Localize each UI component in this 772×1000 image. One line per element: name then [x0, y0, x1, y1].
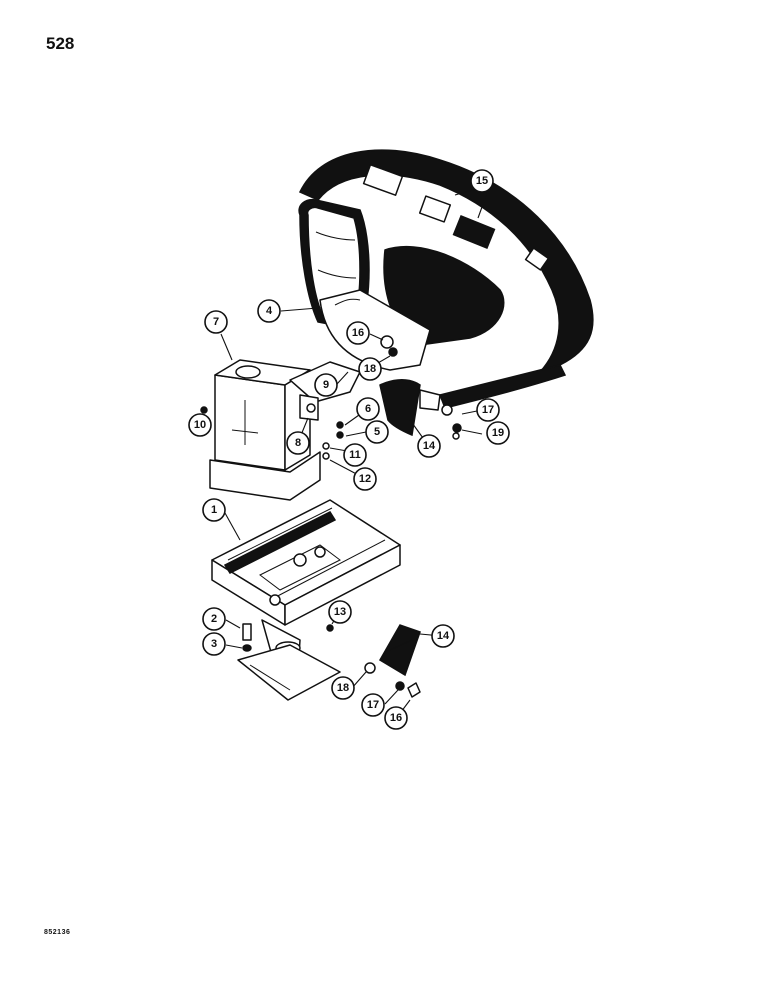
svg-text:18: 18 — [337, 682, 349, 694]
seat-assembly — [298, 198, 505, 371]
callout-10: 10 — [188, 413, 212, 437]
svg-text:7: 7 — [213, 316, 219, 328]
svg-text:18: 18 — [364, 363, 376, 375]
svg-text:12: 12 — [359, 473, 371, 485]
callout-16-upper: 16 — [346, 321, 370, 345]
svg-text:1: 1 — [211, 504, 217, 516]
callout-16-lower: 16 — [384, 706, 408, 730]
callout-4: 4 — [257, 299, 281, 323]
svg-text:2: 2 — [211, 613, 217, 625]
callout-12: 12 — [353, 467, 377, 491]
callout-15: 15 — [470, 169, 494, 193]
svg-text:14: 14 — [437, 630, 450, 642]
callout-7: 7 — [204, 310, 228, 334]
callout-6: 6 — [356, 397, 380, 421]
callout-2: 2 — [202, 607, 226, 631]
svg-text:8: 8 — [295, 437, 301, 449]
svg-text:16: 16 — [390, 712, 402, 724]
figure-code: 852136 — [44, 929, 71, 936]
callout-14-upper: 14 — [417, 434, 441, 458]
upper-belt-anchor — [379, 379, 462, 440]
callout-19: 19 — [486, 421, 510, 445]
callout-18-lower: 18 — [331, 676, 355, 700]
seat-slide-frame — [211, 499, 401, 626]
svg-text:6: 6 — [365, 403, 371, 415]
callout-5: 5 — [365, 420, 389, 444]
svg-text:3: 3 — [211, 638, 217, 650]
callout-1: 1 — [202, 498, 226, 522]
svg-text:9: 9 — [323, 379, 329, 391]
svg-text:13: 13 — [334, 606, 346, 618]
svg-text:10: 10 — [194, 419, 206, 431]
svg-text:17: 17 — [482, 404, 494, 416]
callout-9: 9 — [314, 373, 338, 397]
seat-belt — [298, 149, 594, 409]
lower-belt-anchor — [364, 624, 421, 698]
callout-17-lower: 17 — [361, 693, 385, 717]
callout-3: 3 — [202, 632, 226, 656]
callout-13: 13 — [328, 600, 352, 624]
callout-14-lower: 14 — [431, 624, 455, 648]
suspension-housing — [209, 359, 361, 501]
seat-base — [237, 619, 341, 701]
svg-text:19: 19 — [492, 427, 504, 439]
callout-11: 11 — [343, 443, 367, 467]
page-number: 528 — [46, 34, 75, 53]
svg-text:4: 4 — [266, 305, 273, 317]
svg-text:15: 15 — [476, 175, 488, 187]
svg-text:16: 16 — [352, 327, 364, 339]
callout-17-upper: 17 — [476, 398, 500, 422]
svg-text:5: 5 — [374, 426, 380, 438]
svg-text:14: 14 — [423, 440, 436, 452]
svg-text:11: 11 — [349, 449, 361, 461]
callout-8: 8 — [286, 431, 310, 455]
callout-18-upper: 18 — [358, 357, 382, 381]
svg-text:17: 17 — [367, 699, 379, 711]
